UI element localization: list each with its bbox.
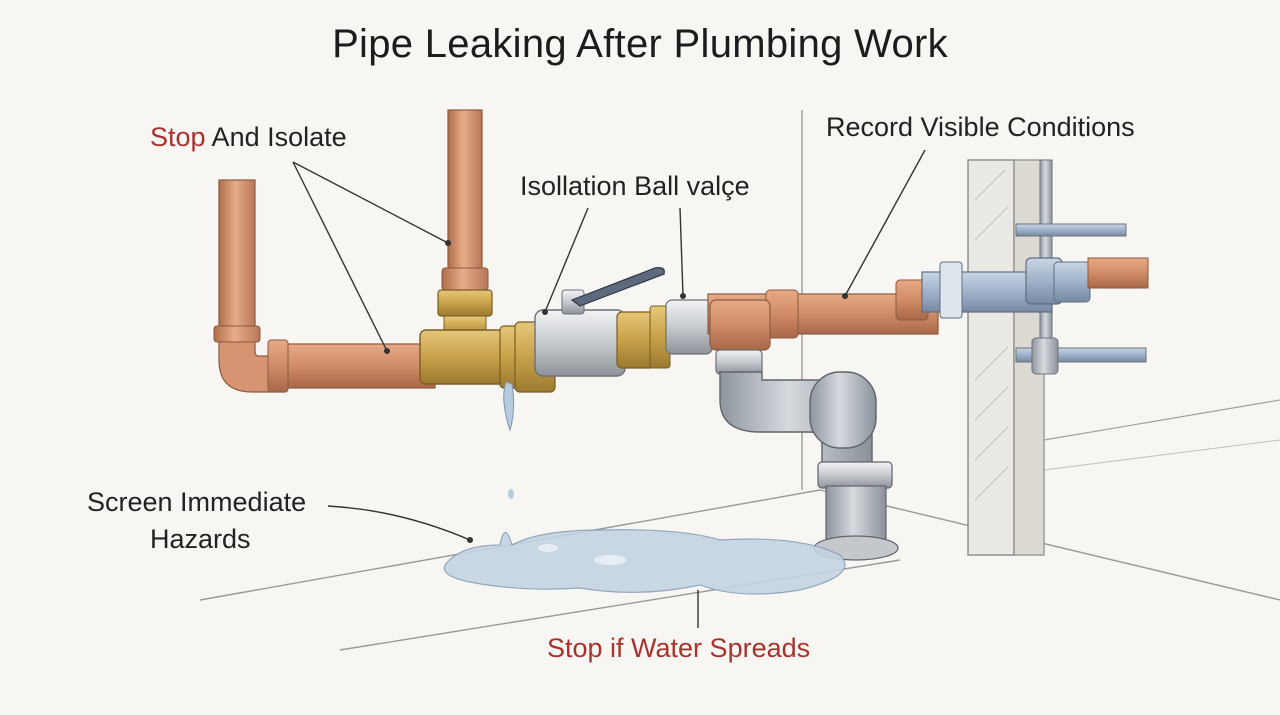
steel-pipe-section [921, 257, 1149, 319]
brass-tee-fitting [419, 109, 531, 389]
label-screen-hazards-line2: Hazards [150, 524, 251, 554]
main-copper-pipe-right [707, 279, 939, 351]
label-isolation-valve: Isollation Ball valçe [520, 171, 750, 201]
ball-valve [514, 267, 713, 393]
water-leak [443, 381, 846, 595]
main-copper-pipe-left [269, 343, 436, 389]
label-and-isolate-text: And Isolate [205, 122, 347, 152]
label-stop-word: Stop [150, 122, 206, 152]
label-stop-and-isolate: Stop And Isolate [150, 121, 347, 153]
label-record-conditions: Record Visible Conditions [826, 112, 1135, 142]
leader-dots [384, 240, 848, 543]
label-screen-hazards-line1: Screen Immediate [87, 487, 307, 517]
copper-coupling-left [267, 339, 289, 393]
label-stop-if-spreads: Stop if Water Spreads [547, 633, 811, 663]
diagram-title: Pipe Leaking After Plumbing Work [332, 22, 948, 66]
drain-trap [715, 349, 899, 561]
leader-lines [292, 149, 926, 628]
